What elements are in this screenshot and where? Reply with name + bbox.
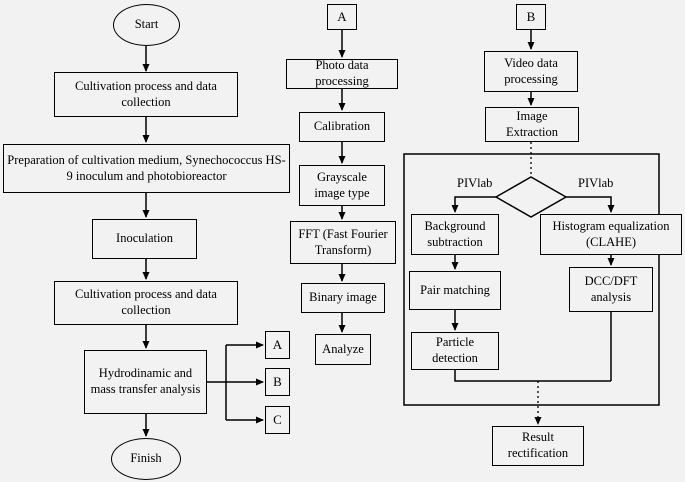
inoculation-box: Inoculation bbox=[92, 219, 197, 259]
hydrodynamic-box: Hydrodinamic and mass transfer analysis bbox=[84, 350, 207, 414]
photo-processing-box: Photo data processing bbox=[286, 58, 398, 89]
arrow-decision-to-background bbox=[451, 196, 496, 213]
grayscale-label: Grayscale image type bbox=[314, 169, 370, 200]
inoculation-label: Inoculation bbox=[116, 231, 173, 246]
column-b-header-label: B bbox=[526, 8, 536, 24]
decision-diamond bbox=[494, 176, 568, 218]
result-rectification-box: Result rectification bbox=[492, 426, 584, 466]
merge-left-line bbox=[454, 370, 611, 382]
image-extraction-box: Image Extraction bbox=[485, 107, 579, 142]
preparation-label: Preparation of cultivation medium, Synec… bbox=[7, 152, 286, 183]
branch-b-label: B bbox=[273, 373, 282, 389]
cultivation-collection-box: Cultivation process and data collection bbox=[54, 72, 238, 117]
photo-processing-label: Photo data processing bbox=[315, 58, 369, 88]
fft-box: FFT (Fast Fourier Transform) bbox=[290, 221, 396, 264]
branch-a-label: A bbox=[272, 336, 283, 352]
particle-detection-label: Particle detection bbox=[432, 335, 478, 365]
video-processing-label: Video data processing bbox=[504, 55, 558, 86]
result-rectification-label: Result rectification bbox=[507, 430, 569, 460]
calibration-box: Calibration bbox=[299, 112, 385, 142]
analyze-box: Analyze bbox=[315, 334, 371, 365]
column-a-header-box: A bbox=[327, 4, 357, 30]
column-a-header-label: A bbox=[337, 8, 347, 24]
cultivation-collection-label: Cultivation process and data collection bbox=[75, 78, 217, 109]
fft-label: FFT (Fast Fourier Transform) bbox=[298, 226, 388, 257]
background-subtraction-box: Background subtraction bbox=[411, 214, 499, 255]
pivlab-region-frame bbox=[403, 153, 660, 406]
dcc-dft-label: DCC/DFT analysis bbox=[584, 273, 638, 304]
pair-matching-label: Pair matching bbox=[420, 282, 490, 297]
branch-b-box: B bbox=[265, 368, 290, 396]
particle-detection-box: Particle detection bbox=[411, 332, 499, 370]
background-subtraction-label: Background subtraction bbox=[424, 218, 486, 249]
video-processing-box: Video data processing bbox=[484, 51, 578, 92]
pair-matching-box: Pair matching bbox=[409, 271, 501, 310]
cultivation-collection-2-box: Cultivation process and data collection bbox=[54, 281, 238, 325]
image-extraction-label: Image Extraction bbox=[505, 108, 559, 139]
finish-label: Finish bbox=[130, 451, 162, 466]
column-b-header-box: B bbox=[516, 4, 546, 30]
branch-a-box: A bbox=[265, 331, 290, 359]
arrow-decision-to-histogram bbox=[566, 196, 615, 213]
calibration-label: Calibration bbox=[313, 119, 371, 134]
preparation-box: Preparation of cultivation medium, Synec… bbox=[3, 144, 290, 193]
cultivation-collection-2-label: Cultivation process and data collection bbox=[75, 287, 217, 317]
grayscale-box: Grayscale image type bbox=[299, 165, 385, 206]
branch-c-label: C bbox=[273, 411, 282, 427]
start-label: Start bbox=[134, 17, 159, 32]
pivlab-left-label: PIVlab bbox=[457, 176, 493, 190]
histogram-equalization-box: Histogram equalization (CLAHE) bbox=[540, 214, 682, 255]
analyze-label: Analyze bbox=[322, 341, 364, 356]
finish-node: Finish bbox=[111, 438, 181, 480]
start-node: Start bbox=[113, 4, 180, 46]
pivlab-right-label: PIVlab bbox=[578, 176, 614, 190]
branch-c-box: C bbox=[265, 406, 290, 434]
binary-image-box: Binary image bbox=[301, 283, 385, 313]
binary-image-label: Binary image bbox=[309, 290, 377, 305]
hydrodynamic-label: Hydrodinamic and mass transfer analysis bbox=[90, 366, 201, 396]
dcc-dft-box: DCC/DFT analysis bbox=[569, 267, 653, 312]
histogram-equalization-label: Histogram equalization (CLAHE) bbox=[552, 218, 670, 249]
